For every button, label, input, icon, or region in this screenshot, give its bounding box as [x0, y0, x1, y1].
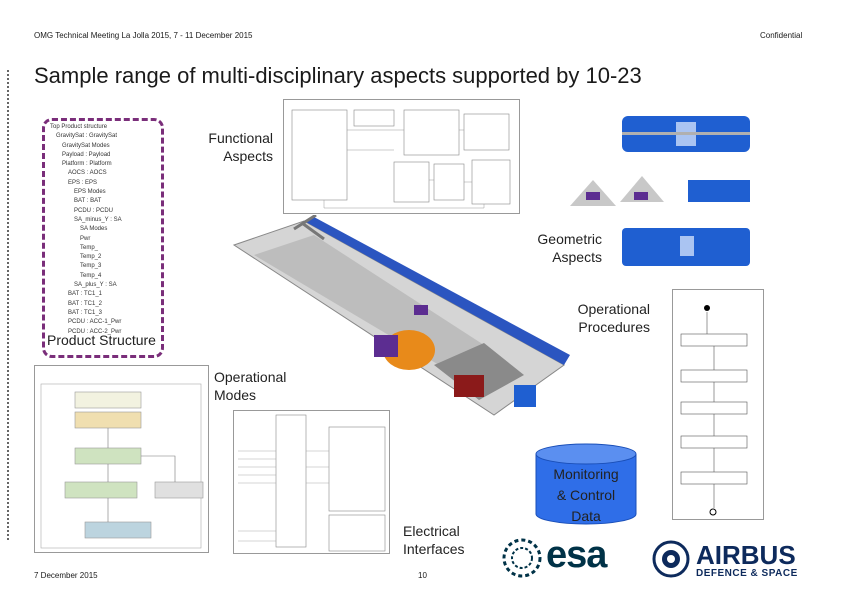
- product-tree-item[interactable]: Temp_: [80, 244, 99, 251]
- monitoring-label: Monitoring & Control Data: [534, 464, 638, 527]
- side-legal-text: [3, 70, 13, 540]
- monitoring-label-line2: & Control: [556, 487, 616, 503]
- product-tree-item[interactable]: EPS Modes: [74, 189, 106, 196]
- product-tree-item[interactable]: PCDU : PCDU: [74, 207, 114, 214]
- monitoring-label-line3: Data: [571, 508, 601, 524]
- geometric-views: [618, 110, 754, 275]
- geometric-label-line2: Aspects: [552, 249, 602, 265]
- procedures-label-line2: Procedures: [578, 319, 650, 335]
- functional-diagram: [283, 99, 520, 214]
- product-tree-item[interactable]: BAT : TC1_3: [68, 309, 103, 316]
- geometric-label-line1: Geometric: [537, 231, 602, 247]
- modes-label-line2: Modes: [214, 387, 257, 403]
- esa-swirl-icon: [502, 538, 542, 578]
- airbus-emblem-icon: [652, 540, 690, 578]
- product-tree-item[interactable]: Top Product structure: [50, 124, 108, 130]
- product-tree-item[interactable]: GravitySat : GravitySat: [56, 133, 118, 140]
- satellite-3d-model: [224, 213, 574, 435]
- confidential-label: Confidential: [760, 31, 803, 40]
- electrical-label-line2: Interfaces: [403, 541, 465, 557]
- product-structure-box: [42, 118, 164, 358]
- monitoring-database-icon: [534, 442, 638, 526]
- product-tree-item[interactable]: PCDU : ACC-1_Pwr: [68, 319, 122, 326]
- page-number: 10: [418, 571, 427, 580]
- esa-logo: esa: [496, 532, 628, 584]
- product-tree-item[interactable]: Platform : Platform: [62, 161, 112, 168]
- product-tree-item[interactable]: BAT : TC1_1: [68, 291, 103, 298]
- product-tree-item[interactable]: AOCS : AOCS: [68, 170, 107, 177]
- product-tree-item[interactable]: BAT : BAT: [74, 198, 102, 205]
- meeting-header: OMG Technical Meeting La Jolla 2015, 7 -…: [34, 31, 253, 40]
- geometric-label: Geometric Aspects: [530, 230, 602, 266]
- product-tree-item[interactable]: Temp_4: [80, 272, 102, 279]
- electrical-label-line1: Electrical: [403, 523, 460, 539]
- modes-state-machine: [34, 365, 209, 553]
- airbus-subline: DEFENCE & SPACE: [696, 568, 798, 579]
- product-structure-label: Product Structure: [47, 332, 156, 348]
- product-tree-item[interactable]: Payload : Payload: [62, 151, 111, 158]
- esa-wordmark: esa: [546, 534, 607, 576]
- electrical-interfaces-diagram: [233, 410, 390, 554]
- functional-label: Functional Aspects: [203, 129, 273, 165]
- slide-title: Sample range of multi-disciplinary aspec…: [34, 63, 642, 88]
- product-tree-item[interactable]: GravitySat Modes: [62, 142, 110, 149]
- product-tree-item[interactable]: Pwr: [80, 235, 91, 242]
- product-tree-item[interactable]: PCDU : ACC-2_Pwr: [68, 328, 122, 335]
- footer-date: 7 December 2015: [34, 571, 98, 580]
- modes-label: Operational Modes: [214, 368, 286, 404]
- product-tree-item[interactable]: SA_minus_Y : SA: [74, 216, 122, 223]
- airbus-wordmark: AIRBUS: [696, 540, 796, 570]
- functional-label-line1: Functional: [208, 130, 273, 146]
- procedures-flowchart: [672, 289, 764, 520]
- airbus-logo: AIRBUS DEFENCE & SPACE: [652, 540, 812, 582]
- functional-label-line2: Aspects: [223, 148, 273, 164]
- product-tree-item[interactable]: SA_plus_Y : SA: [74, 282, 117, 289]
- procedures-label: Operational Procedures: [572, 300, 650, 336]
- monitoring-label-line1: Monitoring: [553, 466, 619, 482]
- electrical-label: Electrical Interfaces: [403, 522, 464, 558]
- procedures-label-line1: Operational: [577, 301, 650, 317]
- product-tree-item[interactable]: Temp_2: [80, 254, 102, 261]
- product-tree-item[interactable]: EPS : EPS: [68, 179, 98, 186]
- product-tree-item[interactable]: BAT : TC1_2: [68, 300, 103, 307]
- product-tree-item[interactable]: Temp_3: [80, 263, 102, 270]
- product-tree-item[interactable]: SA Modes: [80, 226, 108, 233]
- side-satellite-view: [568, 176, 618, 210]
- modes-label-line1: Operational: [214, 369, 287, 385]
